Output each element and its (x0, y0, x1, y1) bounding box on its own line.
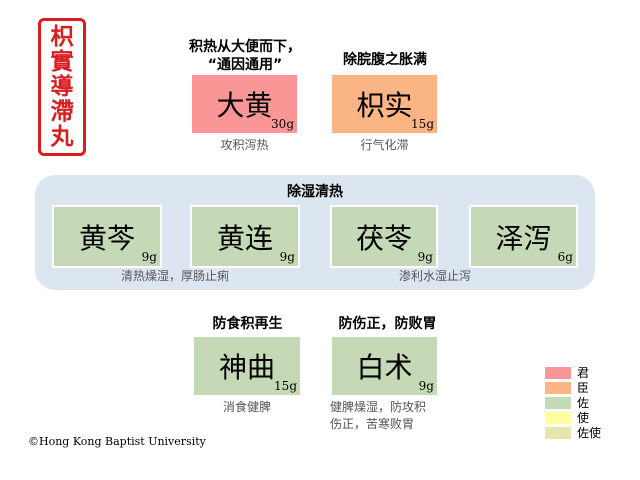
herb-dose: 15g (274, 379, 297, 393)
legend-label: 使 (577, 411, 590, 425)
seal-char: 枳 (50, 24, 74, 50)
baizhu-note-line2: 伤正，苦寒败胃 (330, 417, 415, 431)
legend-label: 佐使 (577, 426, 602, 440)
herb-box-shenqu: 神曲 15g (194, 337, 300, 395)
herb-box-zhishi: 枳实 15g (332, 75, 437, 133)
herb-name: 黄芩 (78, 221, 135, 255)
herb-box-huangqin: 黄芩 9g (52, 205, 162, 268)
legend-swatch-chen (545, 382, 571, 394)
legend-swatch-jun (545, 367, 571, 379)
herb-box-baizhu: 白术 9g (332, 337, 437, 395)
legend-swatch-shi (545, 412, 571, 424)
baizhu-title: 防伤正，防败胃 (338, 316, 437, 332)
seal-char: 滯 (50, 99, 74, 125)
shenqu-title: 防食积再生 (212, 316, 283, 332)
herb-dose: 15g (411, 117, 434, 131)
group-note-right: 渗利水湿止泻 (398, 269, 471, 283)
herb-dose: 9g (279, 250, 295, 264)
seal-char: 丸 (50, 124, 74, 150)
herb-name: 黄连 (216, 221, 273, 255)
herb-name: 神曲 (218, 351, 275, 384)
group-title: 除湿清热 (287, 184, 343, 200)
herb-dose: 6g (557, 250, 573, 264)
shenqu-note: 消食健脾 (222, 400, 271, 414)
legend-swatch-zuoshi (545, 427, 571, 439)
seal-char: 實 (50, 49, 74, 75)
herb-dose: 9g (417, 250, 433, 264)
herb-dose: 9g (418, 379, 434, 393)
herb-name: 茯苓 (355, 221, 412, 255)
dahuang-title-line2: “通因通用” (207, 57, 283, 73)
herb-name: 白术 (356, 351, 413, 384)
legend-swatch-zuo (545, 397, 571, 409)
legend-label: 臣 (577, 381, 590, 395)
herb-box-zexie: 泽泻 6g (469, 205, 578, 268)
herb-name: 枳实 (356, 89, 413, 122)
herb-dose: 9g (141, 250, 157, 264)
group-note-left: 清热燥湿，厚肠止痢 (120, 269, 229, 283)
dahuang-title: 积热从大便而下， “通因通用” (180, 38, 310, 74)
herb-dose: 30g (271, 117, 294, 131)
copyright-text: ©Hong Kong Baptist University (28, 435, 206, 448)
herb-box-dahuang: 大黄 30g (192, 75, 297, 133)
baizhu-note-line1: 健脾燥湿，防攻积 (330, 400, 427, 414)
legend-label: 佐 (577, 396, 590, 410)
herb-box-huanglian: 黄连 9g (190, 205, 300, 268)
herb-name: 泽泻 (495, 221, 552, 255)
legend-label: 君 (577, 366, 590, 380)
baizhu-note: 健脾燥湿，防攻积 伤正，苦寒败胃 (330, 399, 426, 433)
seal-char: 導 (50, 74, 74, 100)
seal-logo: 枳 實 導 滯 丸 (38, 18, 86, 156)
dahuang-note: 攻积泻热 (220, 138, 269, 152)
dahuang-title-line1: 积热从大便而下， (189, 39, 301, 55)
zhishi-note: 行气化滞 (360, 138, 409, 152)
herb-box-fuling: 茯苓 9g (330, 205, 438, 268)
herb-name: 大黄 (216, 89, 273, 122)
zhishi-title: 除脘腹之胀满 (343, 52, 427, 68)
